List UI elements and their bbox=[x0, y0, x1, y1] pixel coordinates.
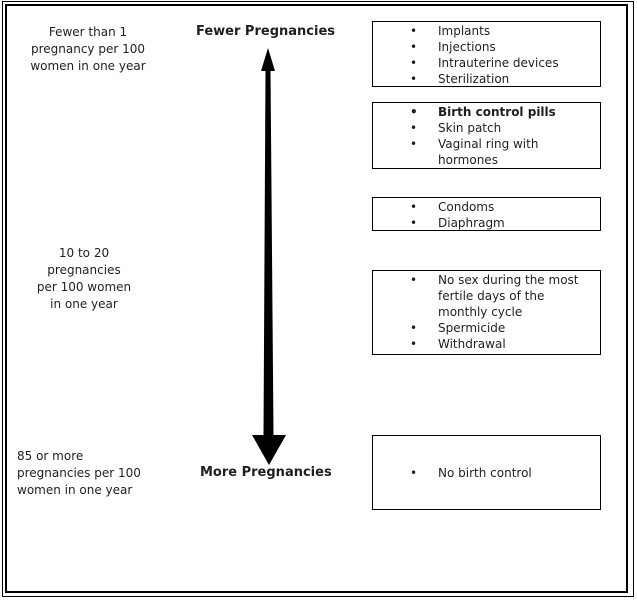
method-item: Vaginal ring with hormones bbox=[373, 136, 596, 168]
method-item-label: Withdrawal bbox=[438, 337, 506, 351]
bullet-icon bbox=[410, 55, 417, 71]
method-item-label: Spermicide bbox=[438, 321, 506, 335]
outer-frame-border bbox=[2, 1, 634, 597]
method-item: Skin patch bbox=[373, 120, 596, 136]
bullet-icon bbox=[410, 320, 417, 336]
method-box-none: No birth control bbox=[372, 435, 601, 510]
bullet-icon bbox=[410, 272, 417, 288]
method-item: Intrauterine devices bbox=[373, 55, 596, 71]
bullet-icon bbox=[410, 39, 417, 55]
bullet-icon bbox=[410, 215, 417, 231]
double-arrow-svg bbox=[252, 48, 286, 465]
method-item-label: Birth control pills bbox=[438, 105, 556, 119]
bullet-icon bbox=[410, 23, 417, 39]
method-item-label: Vaginal ring with hormones bbox=[438, 137, 539, 167]
method-box-hormonal: Birth control pills Skin patch Vaginal r… bbox=[372, 102, 601, 169]
bullet-icon bbox=[410, 120, 417, 136]
method-list: Birth control pills Skin patch Vaginal r… bbox=[373, 103, 600, 168]
pregnancy-rate-label-fewest: Fewer than 1 pregnancy per 100 women in … bbox=[12, 24, 164, 75]
method-item-label: No birth control bbox=[438, 466, 532, 480]
rate-label-line: 85 or more bbox=[17, 449, 84, 463]
rate-label-line: women in one year bbox=[30, 59, 146, 73]
method-item: Implants bbox=[373, 23, 596, 39]
method-item-label: Injections bbox=[438, 40, 496, 54]
method-item-label: Skin patch bbox=[438, 121, 502, 135]
method-item: Birth control pills bbox=[373, 104, 596, 120]
method-list: Implants Injections Intrauterine devices… bbox=[373, 22, 600, 87]
method-item: Withdrawal bbox=[373, 336, 596, 352]
fewer-pregnancies-heading: Fewer Pregnancies bbox=[196, 24, 335, 39]
method-item-label: No sex during the most fertile days of t… bbox=[438, 273, 579, 319]
more-pregnancies-heading: More Pregnancies bbox=[200, 465, 332, 480]
method-item-label: Diaphragm bbox=[438, 216, 505, 230]
method-item: Injections bbox=[373, 39, 596, 55]
method-item: Diaphragm bbox=[373, 215, 596, 231]
method-list: Condoms Diaphragm bbox=[373, 198, 600, 231]
double-arrow-icon bbox=[248, 45, 292, 467]
bullet-icon bbox=[410, 336, 417, 352]
rate-label-line: per 100 women bbox=[36, 280, 132, 294]
rate-label-line: pregnancies bbox=[47, 263, 121, 277]
method-item-label: Sterilization bbox=[438, 72, 510, 86]
method-box-behavioral: No sex during the most fertile days of t… bbox=[372, 270, 601, 355]
bullet-icon bbox=[410, 465, 417, 481]
method-item: Sterilization bbox=[373, 71, 596, 87]
rate-label-line: pregnancies per 100 bbox=[17, 466, 141, 480]
method-box-under-1-per-100: Implants Injections Intrauterine devices… bbox=[372, 21, 601, 87]
method-item-label: Condoms bbox=[438, 200, 495, 214]
method-list: No sex during the most fertile days of t… bbox=[373, 271, 600, 352]
method-item-label: Implants bbox=[438, 24, 491, 38]
method-item: Spermicide bbox=[373, 320, 596, 336]
method-item: No sex during the most fertile days of t… bbox=[373, 272, 596, 320]
bullet-icon bbox=[410, 199, 417, 215]
method-item-label: Intrauterine devices bbox=[438, 56, 559, 70]
bullet-icon bbox=[410, 104, 418, 120]
rate-label-line: in one year bbox=[50, 297, 118, 311]
rate-label-line: Fewer than 1 bbox=[48, 25, 128, 39]
pregnancy-rate-label-middle: 10 to 20 pregnancies per 100 women in on… bbox=[28, 245, 140, 313]
bullet-icon bbox=[410, 136, 417, 152]
rate-label-line: pregnancy per 100 bbox=[30, 42, 146, 56]
pregnancy-rate-label-most: 85 or more pregnancies per 100 women in … bbox=[17, 448, 187, 499]
method-box-barrier: Condoms Diaphragm bbox=[372, 197, 601, 231]
method-item: No birth control bbox=[373, 465, 596, 481]
rate-label-line: 10 to 20 bbox=[58, 246, 110, 260]
inner-frame-border bbox=[5, 4, 628, 593]
method-list: No birth control bbox=[373, 464, 600, 481]
method-item: Condoms bbox=[373, 199, 596, 215]
bullet-icon bbox=[410, 71, 417, 87]
rate-label-line: women in one year bbox=[17, 483, 133, 497]
